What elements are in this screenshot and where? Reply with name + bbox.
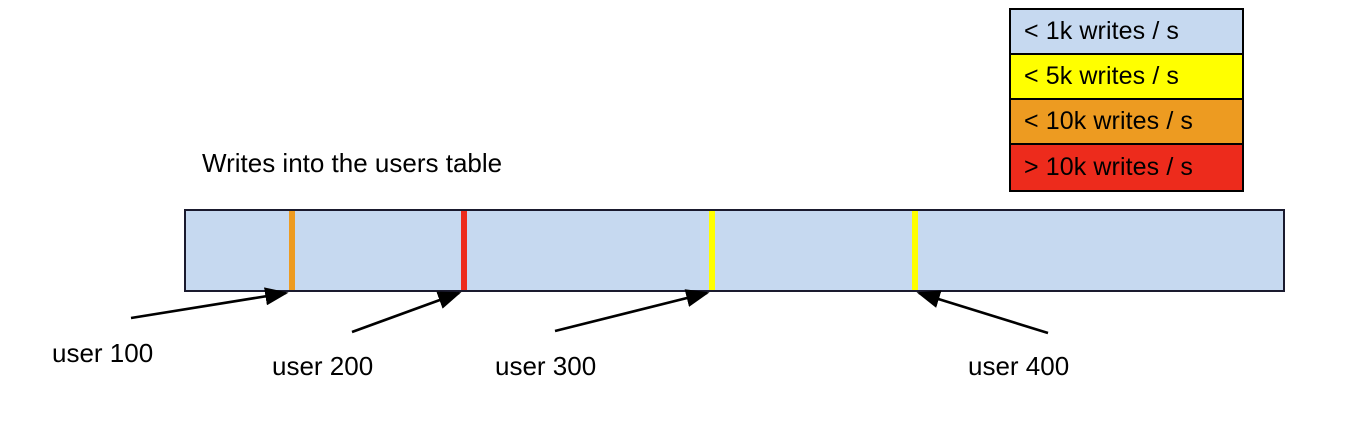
legend-label-under-10k: < 10k writes / s — [1024, 107, 1194, 135]
diagram-title: Writes into the users table — [202, 148, 503, 178]
label-user-300: user 300 — [495, 351, 597, 381]
label-user-400: user 400 — [968, 351, 1070, 381]
arrow-user-100 — [130, 287, 289, 320]
stripe-user-100 — [289, 211, 295, 290]
label-user-200: user 200 — [272, 351, 374, 381]
legend-row-over-10k: > 10k writes / s — [1011, 145, 1242, 190]
legend-row-under-10k: < 10k writes / s — [1011, 100, 1242, 145]
users-table-bar — [184, 209, 1285, 292]
arrow-user-300 — [554, 289, 710, 333]
stripe-user-400 — [912, 211, 918, 290]
legend-label-over-10k: > 10k writes / s — [1024, 153, 1194, 181]
stripe-user-300 — [709, 211, 715, 290]
stripe-user-200 — [461, 211, 467, 290]
legend-row-under-5k: < 5k writes / s — [1011, 55, 1242, 100]
legend-label-under-5k: < 5k writes / s — [1024, 62, 1180, 90]
legend-label-under-1k: < 1k writes / s — [1024, 17, 1180, 45]
arrow-user-200 — [351, 291, 462, 334]
label-user-100: user 100 — [52, 338, 154, 368]
legend: < 1k writes / s < 5k writes / s < 10k wr… — [1009, 8, 1244, 192]
arrow-user-400 — [916, 290, 1049, 335]
legend-row-under-1k: < 1k writes / s — [1011, 10, 1242, 55]
